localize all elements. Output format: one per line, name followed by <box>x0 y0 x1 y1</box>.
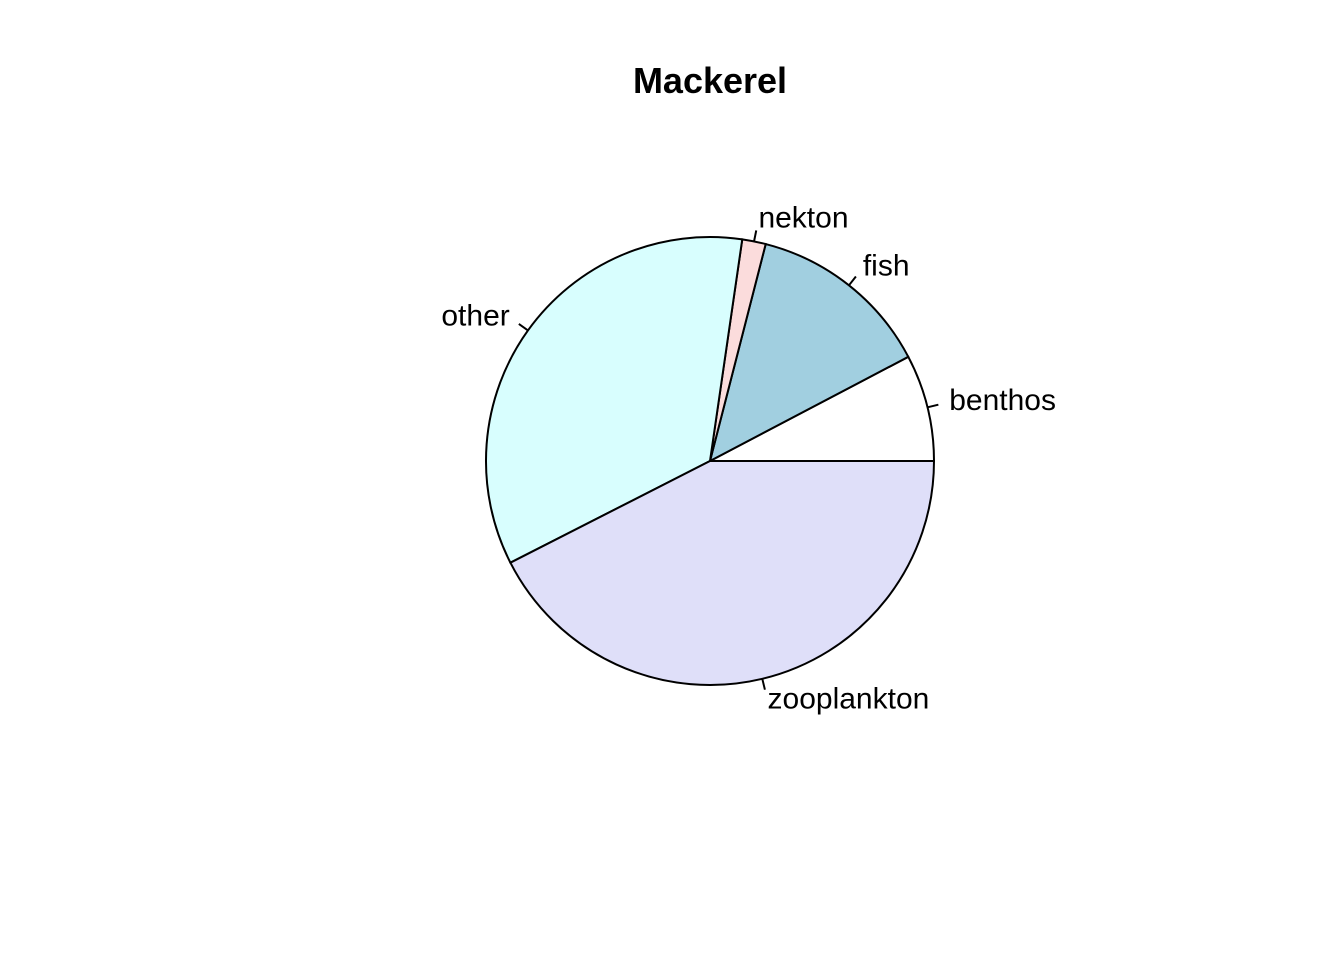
chart-title: Mackerel <box>633 60 787 101</box>
label-tick-fish <box>848 275 857 286</box>
label-tick-benthos <box>927 403 939 409</box>
label-tick-zooplankton <box>761 678 766 690</box>
slice-label-other: other <box>441 299 509 332</box>
slice-label-benthos: benthos <box>949 384 1056 417</box>
pie-slices <box>485 236 936 686</box>
slice-label-zooplankton: zooplankton <box>768 683 930 716</box>
slice-label-nekton: nekton <box>758 201 848 234</box>
pie-slice-benthos <box>709 355 936 462</box>
label-tick-nekton <box>753 230 758 242</box>
slice-labels: benthos fish nekton other zooplankton <box>441 201 1056 715</box>
slice-label-fish: fish <box>863 250 910 283</box>
label-tick-other <box>518 323 529 332</box>
label-ticks <box>518 230 939 690</box>
